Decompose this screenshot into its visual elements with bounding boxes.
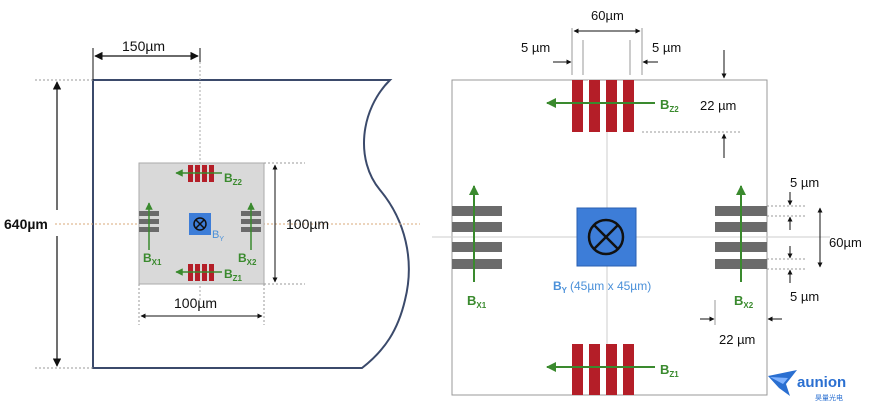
dim-640-label: 640µm (4, 216, 48, 232)
right-bz1-magnet (546, 344, 655, 395)
dim-5-left-label: 5 µm (521, 40, 550, 55)
right-bx2-magnet (715, 185, 767, 282)
right-bz2-label: BZ2 (660, 97, 679, 114)
left-bz1-label: BZ1 (224, 267, 243, 283)
dim-5-lower-label: 5 µm (790, 289, 819, 304)
left-bx2-magnet (241, 202, 261, 250)
dim-60-side-label: 60µm (829, 235, 862, 250)
right-bx1-magnet (452, 185, 502, 282)
right-by-sensor (576, 207, 637, 267)
dim-22-bottom-label: 22 µm (719, 332, 755, 347)
right-view: 60µm 5 µm 5 µm BZ2 22 µm BZ1 (432, 8, 862, 396)
dim-22-top-label: 22 µm (700, 98, 736, 113)
right-bx1-label: BX1 (467, 293, 487, 310)
left-by-label: BY (212, 229, 224, 243)
right-bx2-label: BX2 (734, 293, 754, 310)
left-view: 150µm 640µm 100µm 100µm BZ2 (4, 38, 420, 369)
left-bx1-label: BX1 (143, 251, 162, 267)
logo-brand-text: aunion (797, 374, 846, 391)
aunion-logo: aunion 昊量光电 (768, 370, 846, 402)
left-bz1-magnet (175, 264, 222, 281)
left-bz2-label: BZ2 (224, 171, 243, 187)
dim-5-upper-label: 5 µm (790, 175, 819, 190)
dim-100h-label: 100µm (174, 295, 217, 311)
left-bx2-label: BX2 (238, 251, 257, 267)
right-by-label: BY(45µm x 45µm) (553, 279, 651, 295)
dim-60-top-label: 60µm (591, 8, 624, 23)
left-bz2-magnet (175, 165, 222, 182)
right-bz1-label: BZ1 (660, 362, 679, 379)
left-by-sensor (189, 213, 211, 235)
right-bz2-magnet (546, 80, 655, 132)
dim-150-label: 150µm (122, 38, 165, 54)
left-bx1-magnet (139, 202, 159, 250)
logo-brand-cn-text: 昊量光电 (815, 393, 843, 402)
dim-100v-label: 100µm (286, 216, 329, 232)
dim-5-right-label: 5 µm (652, 40, 681, 55)
